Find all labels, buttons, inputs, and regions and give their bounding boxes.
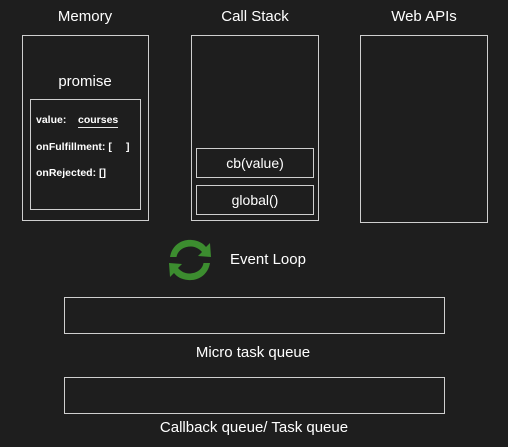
on-rejected-label: onRejected: [] — [36, 167, 107, 179]
promise-title: promise — [58, 73, 112, 90]
memory-title: Memory — [57, 8, 113, 25]
web-apis-title: Web APIs — [391, 8, 457, 25]
memory-panel: promise value: courses onFulfillment: [ … — [22, 35, 149, 221]
micro-task-queue-label: Micro task queue — [195, 344, 311, 361]
on-fulfillment-label: onFulfillment: [ — [36, 141, 112, 153]
promise-object: value: courses onFulfillment: [ ] onReje… — [30, 99, 141, 210]
call-stack-title: Call Stack — [221, 8, 289, 25]
event-loop-label: Event Loop — [230, 251, 306, 268]
event-loop-icon — [164, 235, 216, 285]
on-fulfillment-close-bracket: ] — [126, 141, 130, 153]
stack-frame: cb(value) — [196, 148, 314, 178]
callback-queue-label: Callback queue/ Task queue — [159, 419, 349, 436]
promise-value: courses — [78, 114, 119, 128]
micro-task-queue-box — [64, 297, 445, 334]
stack-frame-label: global() — [231, 192, 279, 208]
stack-frame-label: cb(value) — [226, 155, 284, 171]
promise-value-label: value: — [36, 114, 67, 126]
web-apis-panel — [360, 35, 488, 223]
stack-frame: global() — [196, 185, 314, 215]
call-stack-panel: cb(value) global() — [191, 35, 319, 221]
callback-queue-box — [64, 377, 445, 414]
